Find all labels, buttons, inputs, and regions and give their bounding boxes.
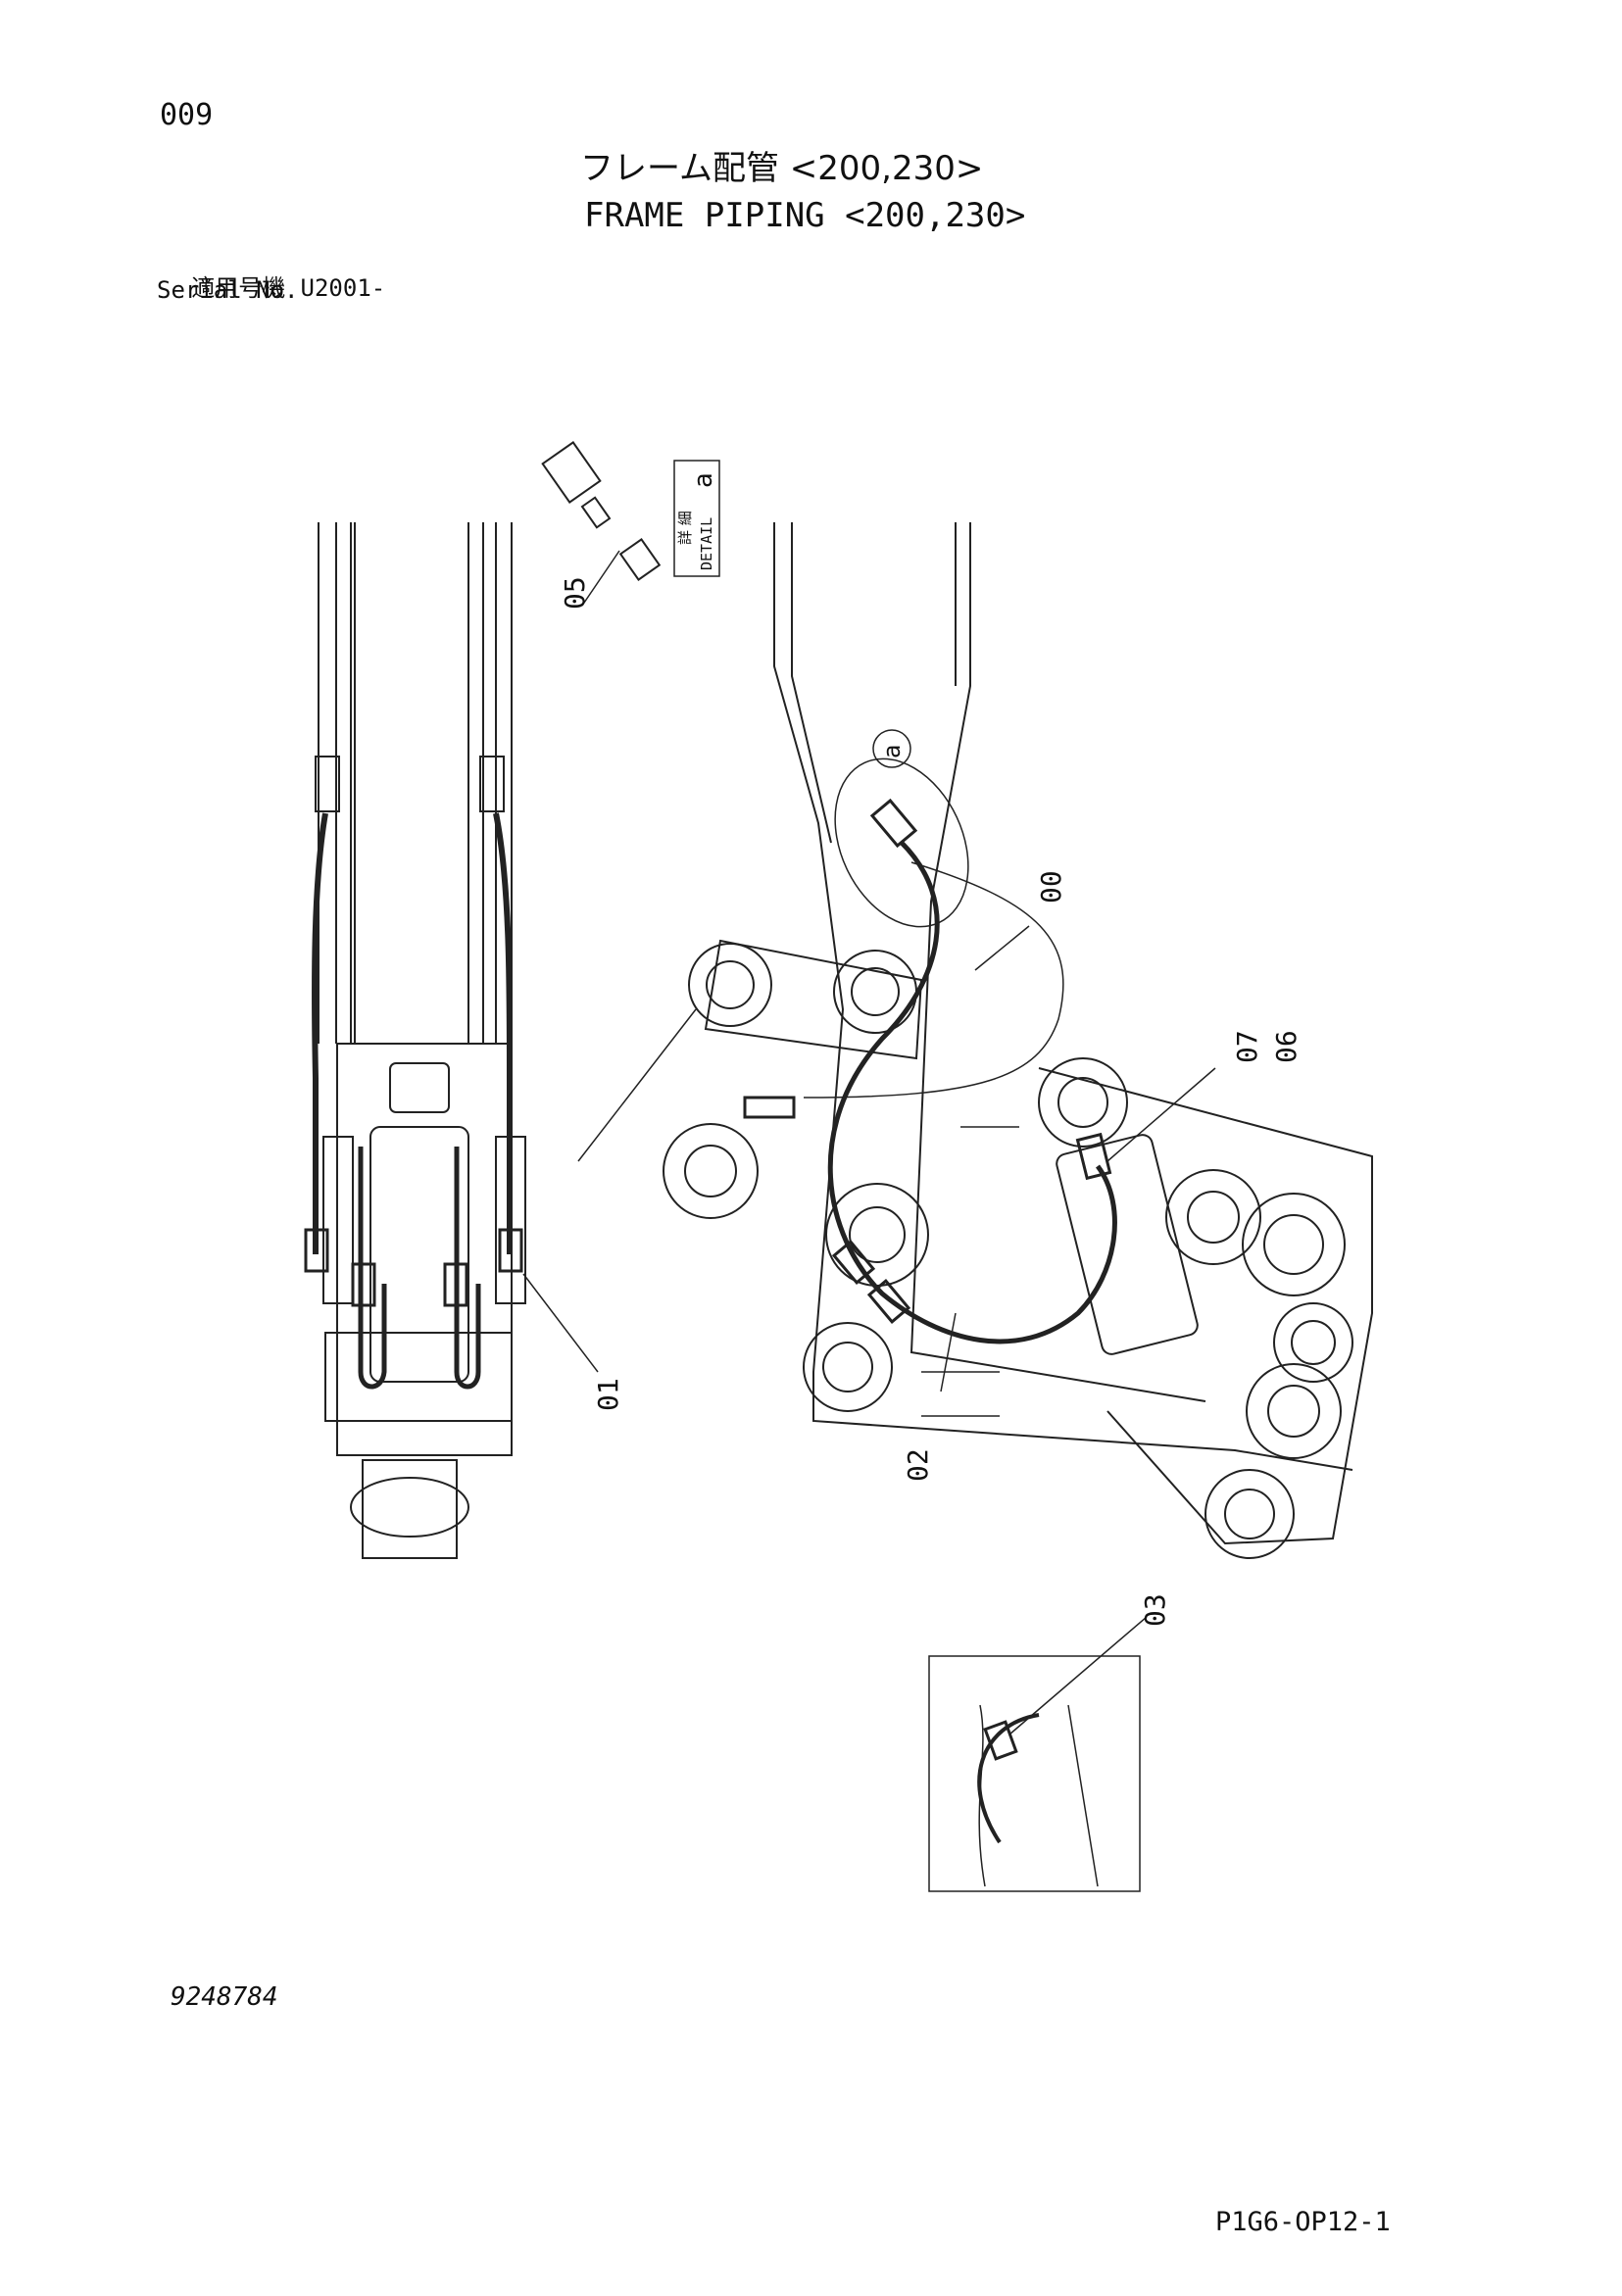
detail-a-parts: [541, 441, 662, 607]
callout-01: 01: [592, 1378, 624, 1411]
detail-a-bubble: [872, 729, 911, 768]
detail-letter: a: [689, 472, 718, 488]
callout-06: 06: [1270, 1030, 1303, 1063]
serial-label-japanese: 適用号機: [191, 274, 286, 302]
serial-value: U2001-: [300, 274, 386, 302]
callout-05: 05: [559, 576, 591, 610]
serial-line-japanese: 適用号機 U2001-: [176, 253, 385, 300]
boom-arm-side-view: [577, 522, 1373, 1559]
detail-label-english: DETAIL: [698, 517, 715, 570]
callout-07: 07: [1231, 1030, 1263, 1063]
serial-label-english: Serial No.: [157, 276, 299, 304]
document-number: 9248784: [171, 1982, 278, 2012]
page-code: P1G6-OP12-1: [1215, 2207, 1391, 2237]
callout-03: 03: [1139, 1593, 1171, 1627]
boom-cylinder-view: [304, 522, 599, 1559]
page-number: 009: [160, 98, 214, 132]
detail-label-japanese: 詳 細: [676, 511, 694, 545]
detail-a-bubble-letter: a: [878, 745, 906, 758]
detail-a-label-box: 詳 細 DETAIL a: [673, 460, 720, 577]
callout-00: 00: [1035, 870, 1067, 904]
page-title-english: FRAME PIPING <200,230>: [584, 196, 1026, 235]
inset-detail-view: [928, 1616, 1148, 1892]
page-title-japanese: フレーム配管 <200,230>: [580, 149, 984, 188]
callout-02: 02: [902, 1448, 934, 1482]
